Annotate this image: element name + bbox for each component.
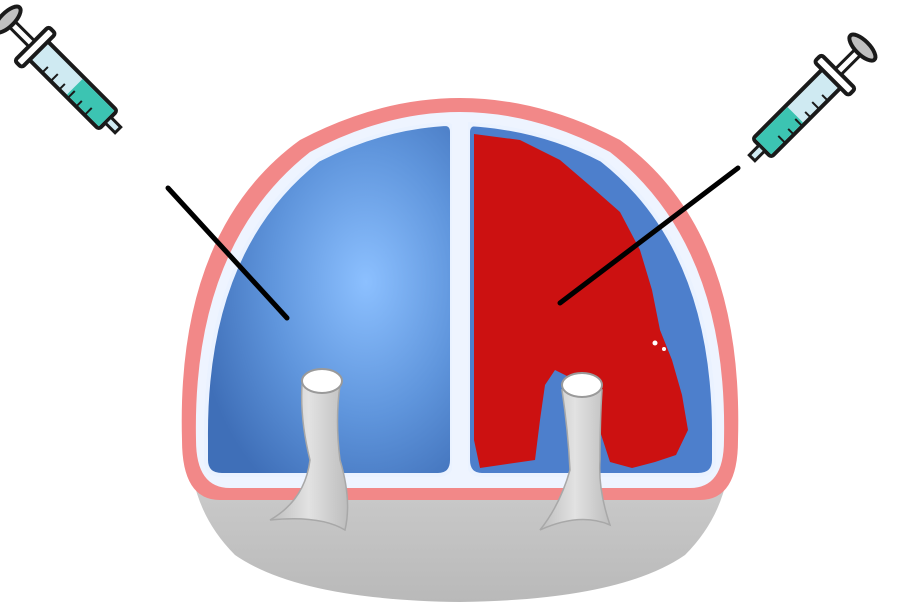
right-syringe-icon	[735, 26, 884, 175]
right-vessel-opening	[562, 373, 602, 397]
septum	[452, 120, 468, 480]
speck	[653, 341, 658, 346]
left-vessel-opening	[302, 369, 342, 393]
left-syringe-icon	[0, 0, 135, 147]
speck	[662, 347, 666, 351]
